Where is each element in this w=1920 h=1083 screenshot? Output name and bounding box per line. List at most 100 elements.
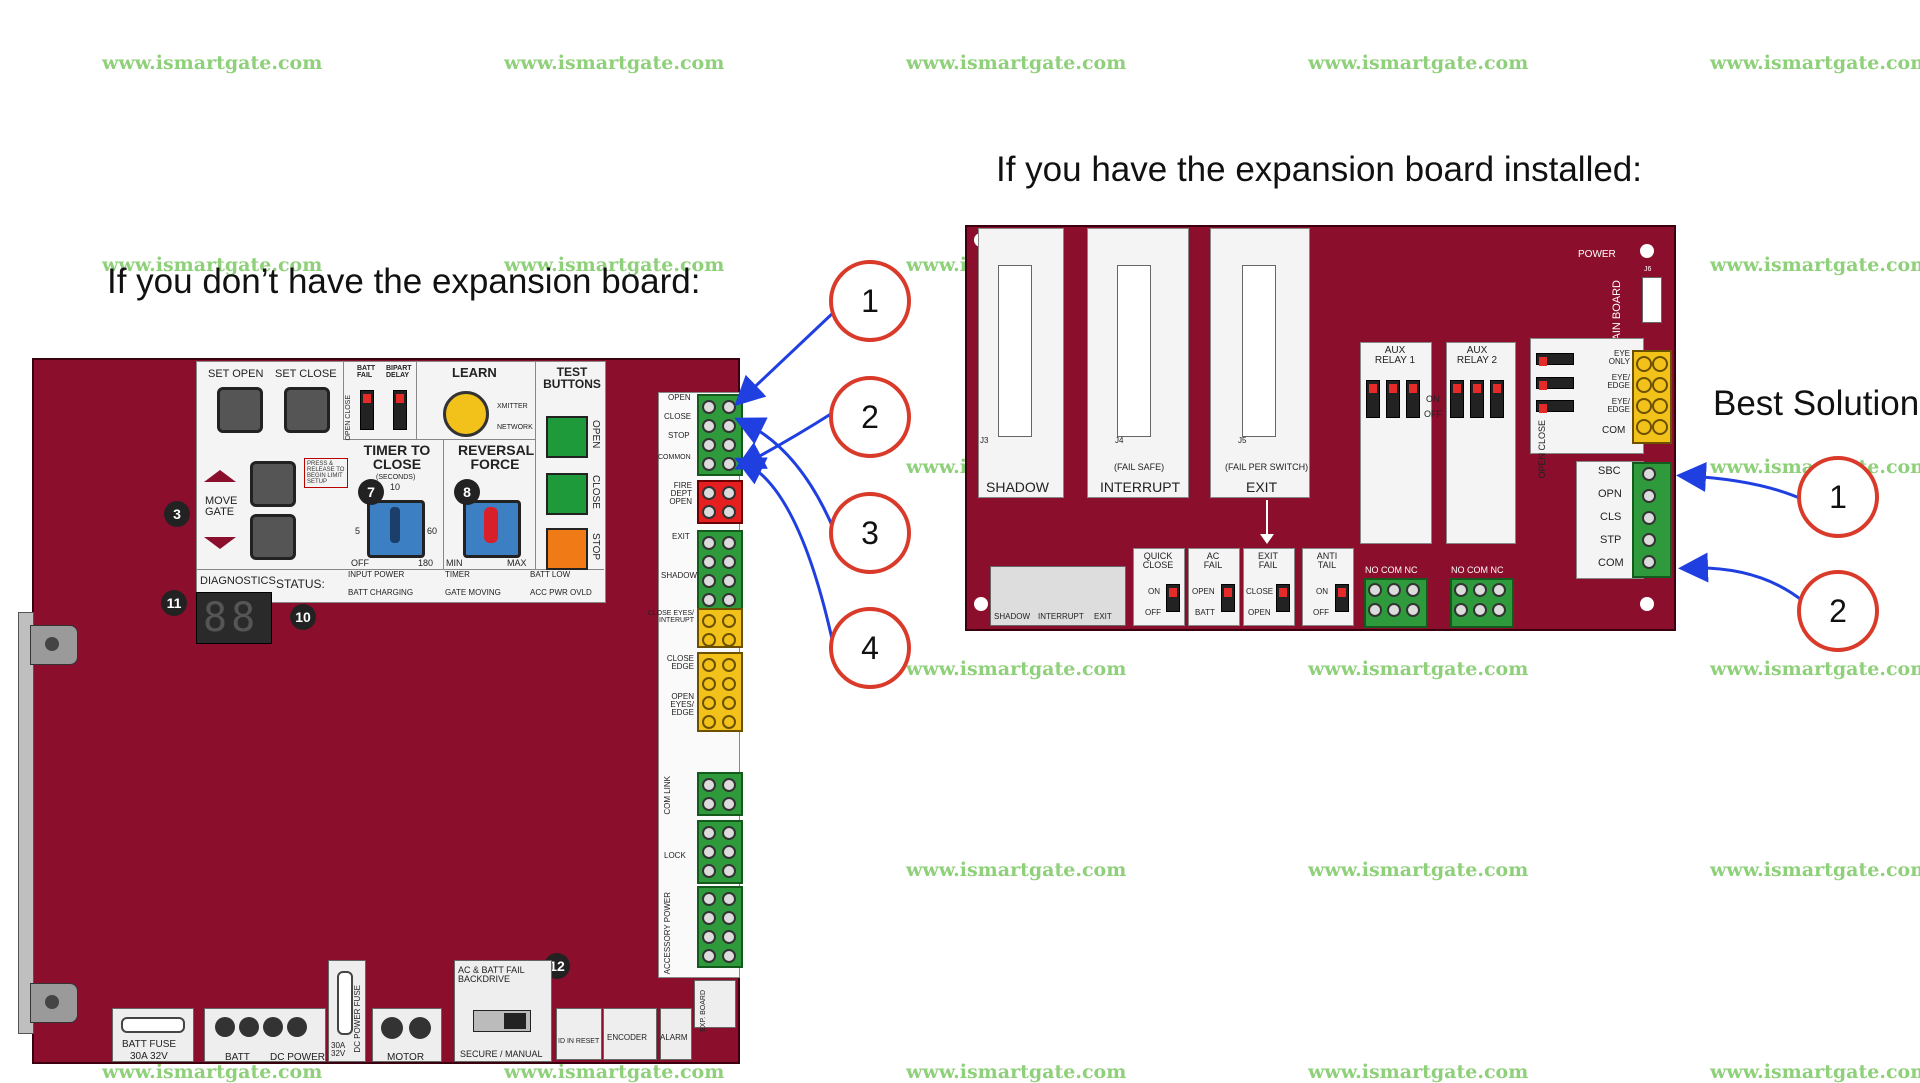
- aux2-sw7[interactable]: [1450, 380, 1464, 418]
- terminal-screw[interactable]: [1636, 398, 1652, 414]
- terminal-screw[interactable]: [702, 633, 716, 647]
- ac-fail-switch[interactable]: [1221, 584, 1235, 612]
- terminal-screw[interactable]: [722, 593, 736, 607]
- terminal-screw[interactable]: [722, 715, 736, 729]
- terminal-screw[interactable]: [702, 555, 716, 569]
- terminal-screw[interactable]: [722, 696, 736, 710]
- terminal-screw[interactable]: [702, 845, 716, 859]
- terminal-screw[interactable]: [1406, 583, 1420, 597]
- terminal-screw[interactable]: [1642, 533, 1656, 547]
- test-open-button[interactable]: [546, 416, 588, 458]
- terminal-screw[interactable]: [1492, 603, 1506, 617]
- terminal-screw[interactable]: [1652, 356, 1668, 372]
- terminal-screw[interactable]: [722, 438, 736, 452]
- terminal-screw[interactable]: [1368, 603, 1382, 617]
- terminal-screw[interactable]: [1454, 583, 1468, 597]
- learn-button[interactable]: [443, 391, 489, 437]
- terminal-screw[interactable]: [1642, 489, 1656, 503]
- terminal-screw[interactable]: [722, 658, 736, 672]
- terminal-screw[interactable]: [722, 633, 736, 647]
- terminal-screw[interactable]: [722, 400, 736, 414]
- terminal-screw[interactable]: [722, 911, 736, 925]
- terminal-screw[interactable]: [702, 438, 716, 452]
- reversal-force-dial[interactable]: [463, 500, 521, 558]
- terminal-screw[interactable]: [702, 505, 716, 519]
- terminal-screw[interactable]: [722, 419, 736, 433]
- terminal-screw[interactable]: [1492, 583, 1506, 597]
- terminal-screw[interactable]: [1652, 398, 1668, 414]
- terminal-screw[interactable]: [1473, 583, 1487, 597]
- terminal-screw[interactable]: [722, 677, 736, 691]
- move-gate-up-button[interactable]: [250, 461, 296, 507]
- terminal-screw[interactable]: [702, 400, 716, 414]
- anti-tail-switch[interactable]: [1335, 584, 1349, 612]
- quick-close-switch[interactable]: [1166, 584, 1180, 612]
- terminal-screw[interactable]: [722, 892, 736, 906]
- terminal-screw[interactable]: [702, 536, 716, 550]
- terminal-screw[interactable]: [702, 715, 716, 729]
- terminal-screw[interactable]: [1642, 555, 1656, 569]
- terminal-screw[interactable]: [1387, 583, 1401, 597]
- aux1-sw5[interactable]: [1386, 380, 1400, 418]
- set-open-button[interactable]: [217, 387, 263, 433]
- terminal-screw[interactable]: [1652, 377, 1668, 393]
- terminal-screw[interactable]: [722, 930, 736, 944]
- terminal-screw[interactable]: [1454, 603, 1468, 617]
- terminal-screw[interactable]: [702, 864, 716, 878]
- terminal-screw[interactable]: [702, 614, 716, 628]
- terminal-screw[interactable]: [722, 864, 736, 878]
- move-gate-down-button[interactable]: [250, 514, 296, 560]
- terminal-screw[interactable]: [722, 797, 736, 811]
- eye-switch-2[interactable]: [1536, 377, 1574, 390]
- terminal-screw[interactable]: [702, 658, 716, 672]
- terminal-screw[interactable]: [1636, 356, 1652, 372]
- terminal-screw[interactable]: [1636, 419, 1652, 435]
- batt-fail-switch[interactable]: [360, 390, 374, 430]
- terminal-screw[interactable]: [702, 892, 716, 906]
- terminal-screw[interactable]: [702, 696, 716, 710]
- terminal-screw[interactable]: [722, 778, 736, 792]
- terminal-screw[interactable]: [702, 457, 716, 471]
- aux2-sw9[interactable]: [1490, 380, 1504, 418]
- secure-manual-switch[interactable]: [473, 1010, 531, 1032]
- eye-switch-3[interactable]: [1536, 400, 1574, 413]
- aux1-sw4[interactable]: [1366, 380, 1380, 418]
- terminal-screw[interactable]: [702, 949, 716, 963]
- terminal-screw[interactable]: [702, 677, 716, 691]
- timer-to-close-dial[interactable]: [367, 500, 425, 558]
- terminal-screw[interactable]: [1652, 419, 1668, 435]
- terminal-screw[interactable]: [702, 593, 716, 607]
- terminal-screw[interactable]: [722, 486, 736, 500]
- terminal-screw[interactable]: [702, 797, 716, 811]
- aux1-sw6[interactable]: [1406, 380, 1420, 418]
- terminal-screw[interactable]: [722, 949, 736, 963]
- terminal-screw[interactable]: [722, 574, 736, 588]
- test-close-button[interactable]: [546, 473, 588, 515]
- terminal-screw[interactable]: [702, 778, 716, 792]
- exit-fail-switch[interactable]: [1276, 584, 1290, 612]
- terminal-screw[interactable]: [1642, 467, 1656, 481]
- test-stop-button[interactable]: [546, 528, 588, 570]
- terminal-screw[interactable]: [702, 486, 716, 500]
- terminal-screw[interactable]: [1406, 603, 1420, 617]
- terminal-screw[interactable]: [722, 457, 736, 471]
- aux2-sw8[interactable]: [1470, 380, 1484, 418]
- terminal-screw[interactable]: [702, 419, 716, 433]
- terminal-screw[interactable]: [722, 536, 736, 550]
- bipart-delay-switch[interactable]: [393, 390, 407, 430]
- terminal-screw[interactable]: [702, 574, 716, 588]
- terminal-screw[interactable]: [702, 826, 716, 840]
- terminal-screw[interactable]: [1636, 377, 1652, 393]
- terminal-screw[interactable]: [722, 555, 736, 569]
- terminal-screw[interactable]: [1642, 511, 1656, 525]
- terminal-screw[interactable]: [722, 826, 736, 840]
- terminal-screw[interactable]: [702, 930, 716, 944]
- set-close-button[interactable]: [284, 387, 330, 433]
- terminal-screw[interactable]: [702, 911, 716, 925]
- terminal-screw[interactable]: [722, 505, 736, 519]
- terminal-screw[interactable]: [1387, 603, 1401, 617]
- eye-switch-1[interactable]: [1536, 353, 1574, 366]
- terminal-screw[interactable]: [1473, 603, 1487, 617]
- terminal-screw[interactable]: [722, 845, 736, 859]
- terminal-screw[interactable]: [722, 614, 736, 628]
